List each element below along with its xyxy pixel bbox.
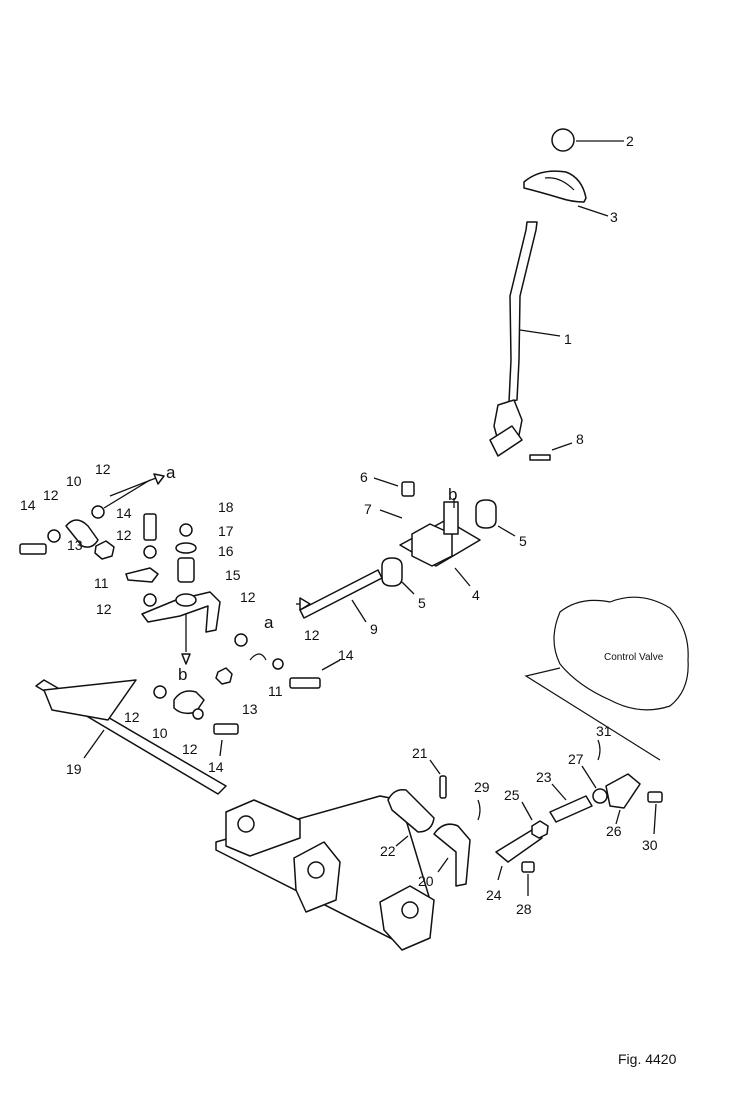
part-23-threaded-rod [549, 795, 593, 823]
callout-16: 16 [218, 543, 234, 559]
callout-20: 20 [418, 873, 434, 889]
part-19-arm [43, 679, 137, 721]
callout-23: 23 [536, 769, 552, 785]
part-5-bushing-upper [475, 499, 497, 529]
callout-15: 15 [225, 567, 241, 583]
part-29-clip [477, 799, 481, 821]
callout-27: 27 [568, 751, 584, 767]
part-12-washer-a [47, 529, 61, 543]
callout-14-lower: 14 [208, 759, 224, 775]
part-12-washer-f [153, 685, 167, 699]
callout-22: 22 [380, 843, 396, 859]
part-27-nut [592, 788, 608, 804]
view-marker-b-mid: b [178, 665, 187, 684]
part-12-washer-e [234, 633, 248, 647]
callout-17: 17 [218, 523, 234, 539]
callout-29: 29 [474, 779, 490, 795]
callout-2: 2 [626, 133, 634, 149]
callout-12-b: 12 [95, 461, 111, 477]
part-9-rod [299, 569, 383, 619]
callout-12-h: 12 [304, 627, 320, 643]
callout-9: 9 [370, 621, 378, 637]
part-14-bolt-top [143, 513, 157, 541]
part-6-bolt [401, 481, 415, 497]
lever-arm-lower [489, 425, 523, 457]
control-valve-block [553, 596, 689, 711]
part-12-washer-g [192, 708, 204, 720]
part-22-bushing [387, 788, 435, 833]
part-12-washer-d [143, 545, 157, 559]
part-10-joint-lower [173, 690, 205, 715]
callout-11-mid: 11 [268, 683, 283, 699]
callout-12-c: 12 [116, 527, 132, 543]
control-valve-label: Control Valve [604, 652, 664, 663]
callout-10-left: 10 [66, 473, 82, 489]
part-14-bolt-lower [213, 723, 239, 735]
part-4-post [443, 501, 459, 535]
part-4-bracket-housing [411, 523, 453, 567]
callout-19: 19 [66, 761, 82, 777]
part-5-bushing-lower [381, 557, 403, 587]
part-13-nut-mid [215, 667, 233, 685]
part-1-lever [508, 221, 538, 403]
callout-14-left: 14 [20, 497, 36, 513]
callout-25: 25 [504, 787, 520, 803]
view-marker-a-mid: a [264, 613, 274, 632]
part-17-washer [175, 542, 197, 554]
callout-12-a: 12 [43, 487, 59, 503]
callout-30: 30 [642, 837, 658, 853]
part-11-ball-mid [272, 658, 284, 670]
callout-26: 26 [606, 823, 622, 839]
part-8-pin [529, 454, 551, 461]
part-2-knob-cap [551, 128, 575, 152]
part-10-joint [65, 519, 99, 548]
part-20-arm [433, 823, 471, 887]
part-3-knob [523, 170, 587, 203]
callout-4: 4 [472, 587, 480, 603]
callout-11-left: 11 [94, 575, 109, 591]
callout-18: 18 [218, 499, 234, 515]
callout-24: 24 [486, 887, 502, 903]
callout-3: 3 [610, 209, 618, 225]
part-14-bolt-left [19, 543, 47, 555]
callout-10-lower: 10 [152, 725, 168, 741]
part-12-washer-c [143, 593, 157, 607]
callout-31: 31 [596, 723, 612, 739]
view-marker-a-top: a [166, 463, 176, 482]
callout-8: 8 [576, 431, 584, 447]
callout-14-mid: 14 [338, 647, 354, 663]
part-25-nut [531, 820, 549, 839]
part-21-pin [439, 775, 447, 799]
callout-5-lower: 5 [418, 595, 426, 611]
callout-12-g: 12 [182, 741, 198, 757]
part-30-bolt [647, 791, 663, 803]
part-24-clevis [495, 829, 543, 863]
callout-1: 1 [564, 331, 572, 347]
callout-7: 7 [364, 501, 372, 517]
part-31-pin [597, 739, 601, 761]
part-26-yoke [605, 773, 641, 809]
callout-12-d: 12 [96, 601, 112, 617]
part-28-bolt [521, 861, 535, 873]
part-13-nut-a [94, 540, 115, 560]
view-marker-b-top: b [448, 485, 457, 504]
callout-13-left: 13 [67, 537, 83, 553]
callout-28: 28 [516, 901, 532, 917]
part-18-nut [179, 523, 193, 537]
part-14-bolt-mid [289, 677, 321, 689]
callout-6: 6 [360, 469, 368, 485]
frame-bracket-left [225, 799, 301, 857]
callout-12-f: 12 [124, 709, 140, 725]
part-11-rod-end [125, 567, 159, 583]
part-12-washer-b [91, 505, 105, 519]
callout-14-top: 14 [116, 505, 132, 521]
callout-13-mid: 13 [242, 701, 258, 717]
figure-number: Fig. 4420 [618, 1051, 677, 1067]
part-16-collar [177, 557, 195, 583]
callout-21: 21 [412, 745, 428, 761]
callout-12-e: 12 [240, 589, 256, 605]
callout-5-upper: 5 [519, 533, 527, 549]
part-12-clip-mid [249, 653, 267, 661]
